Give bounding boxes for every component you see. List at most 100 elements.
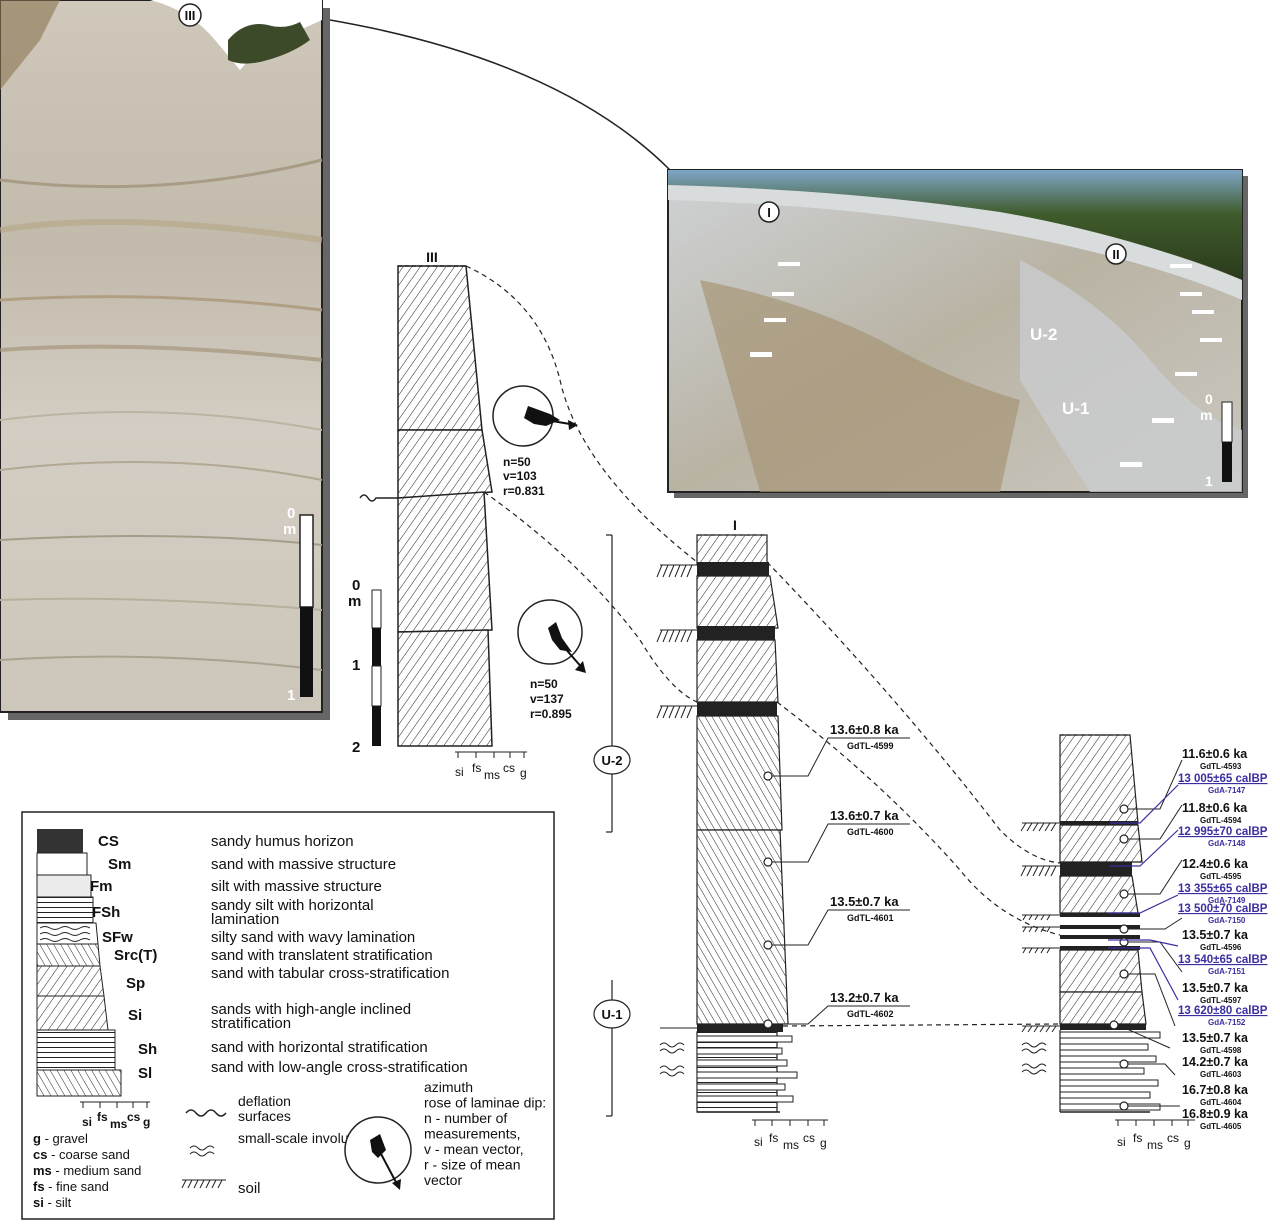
section-ii-c14-age: 13 500±70 calBP — [1178, 903, 1268, 915]
legend-grain-item: ms - medium sand — [33, 1163, 141, 1178]
rose-1-r: r=0.831 — [503, 484, 545, 498]
legend-axis-ms: ms — [110, 1117, 128, 1131]
section-i-axis-fs: fs — [769, 1131, 778, 1145]
rose-legend-line: n - number of — [424, 1110, 507, 1126]
section-iii-axis-si: si — [455, 765, 464, 779]
section-iii-axis-ms: ms — [484, 768, 500, 782]
legend-axis-g: g — [143, 1115, 150, 1129]
deflation-label-2: surfaces — [238, 1108, 291, 1124]
deflation-label-1: deflation — [238, 1093, 291, 1109]
photo-right-marker-i: I — [767, 205, 771, 220]
section-ii-c14-code: GdA-7150 — [1208, 916, 1246, 925]
section-i-axis-si: si — [754, 1135, 763, 1149]
legend-facies-desc: sand with translatent stratification — [211, 947, 433, 964]
section-ii-tl-code: GdTL-4605 — [1200, 1122, 1242, 1131]
deflation-symbol — [185, 1109, 227, 1117]
scale-unit: m — [348, 593, 361, 610]
section-ii-tl-age: 13.5±0.7 ka — [1182, 1031, 1249, 1045]
section-i-title: I — [733, 517, 737, 533]
section-ii-c14-code: GdA-7152 — [1208, 1018, 1246, 1027]
rose-legend-line: azimuth — [424, 1079, 473, 1095]
section-ii-tl-age: 11.6±0.6 ka — [1182, 747, 1248, 761]
section-ii-c14-code: GdA-7149 — [1208, 896, 1246, 905]
rose-legend-line: rose of laminae dip: — [424, 1095, 546, 1111]
section-ii-tl-code: GdTL-4594 — [1200, 816, 1242, 825]
rose-legend-line: vector — [424, 1172, 462, 1188]
section-ii-tl-code: GdTL-4598 — [1200, 1046, 1242, 1055]
section-i-age-4: 13.2±0.7 ka — [830, 990, 899, 1005]
rose-legend-line: r - size of mean — [424, 1157, 520, 1173]
legend-grain-item: g - gravel — [33, 1131, 88, 1146]
legend-facies-desc: sand with tabular cross-stratification — [211, 965, 449, 982]
legend-facies-code: CS — [98, 833, 119, 850]
legend-grain-item: cs - coarse sand — [33, 1147, 130, 1162]
soil-symbol — [181, 1179, 226, 1189]
legend-facies-code: Si — [128, 1007, 142, 1024]
section-iii-axis-g: g — [520, 766, 527, 780]
legend-facies-desc: sand with low-angle cross-stratification — [211, 1059, 468, 1076]
legend-facies-desc: sand with horizontal stratification — [211, 1039, 428, 1056]
deflation-surface-iii — [359, 494, 398, 502]
rose-1-n: n=50 — [503, 455, 531, 469]
rose-2-n: n=50 — [530, 677, 558, 691]
section-ii-c14-age: 12 995±70 calBP — [1178, 826, 1268, 838]
correlation-lines — [465, 265, 1061, 1027]
section-iii: III si fs ms cs g n=50 v=103 r=0.831 n=5… — [359, 249, 586, 782]
legend-facies-code: FSh — [92, 904, 120, 921]
section-ii-c14-code: GdA-7147 — [1208, 786, 1246, 795]
legend-facies-code: Fm — [90, 878, 113, 895]
legend-facies-desc: silt with massive structure — [211, 878, 382, 895]
scale-two: 2 — [352, 739, 360, 756]
scale-bar-metres: 0 m 1 2 — [348, 577, 382, 756]
section-ii-axis-si: si — [1117, 1135, 1126, 1149]
section-ii-tl-code: GdTL-4604 — [1200, 1098, 1242, 1107]
photo-right: I II U-2 U-1 0 m 1 — [667, 169, 1248, 498]
section-ii-tl-age: 14.2±0.7 ka — [1182, 1055, 1249, 1069]
soil-label: soil — [238, 1180, 261, 1197]
section-i: I — [656, 517, 910, 1152]
legend-facies-desc: sands with high-angle inclined — [211, 1001, 411, 1018]
photo-right-sample-tags — [750, 262, 1222, 467]
scale-one: 1 — [352, 657, 360, 674]
section-i-code-2: GdTL-4600 — [847, 827, 894, 837]
section-ii-tl-age: 13.5±0.7 ka — [1182, 928, 1249, 942]
section-ii-axis-fs: fs — [1133, 1131, 1142, 1145]
legend-facies-code: Src(T) — [114, 947, 157, 964]
photo-left-scale-white — [299, 514, 314, 608]
section-iii-axis-cs: cs — [503, 761, 515, 775]
photo-link-curve — [329, 19, 671, 171]
photo-right-unit-u2: U-2 — [1030, 325, 1057, 344]
section-iii-axis-fs: fs — [472, 761, 481, 775]
section-marker-iii-left — [178, 3, 202, 27]
section-ii-tl-code: GdTL-4596 — [1200, 943, 1242, 952]
legend-facies-code: SFw — [102, 929, 133, 946]
legend-facies-code: Sh — [138, 1041, 157, 1058]
section-i-axis-ms: ms — [783, 1138, 799, 1152]
section-ii-tl-code: GdTL-4595 — [1200, 872, 1242, 881]
section-i-code-3: GdTL-4601 — [847, 913, 894, 923]
legend-grain-item: si - silt — [33, 1195, 72, 1210]
section-i-age-2: 13.6±0.7 ka — [830, 808, 899, 823]
photo-right-marker-ii: II — [1112, 247, 1119, 262]
legend-facies-code: Sl — [138, 1065, 152, 1082]
photo-left-marker: III — [185, 8, 196, 23]
section-i-axis-g: g — [820, 1136, 827, 1150]
legend-axis-cs: cs — [127, 1110, 141, 1124]
legend-facies-desc: sand with massive structure — [211, 856, 396, 873]
photo-right-scale-one: 1 — [1205, 473, 1213, 489]
legend-facies-desc: silty sand with wavy lamination — [211, 929, 415, 946]
section-ii-tl-code: GdTL-4593 — [1200, 762, 1242, 771]
legend-facies-desc: stratification — [211, 1015, 291, 1032]
rose-2-v: v=137 — [530, 692, 564, 706]
section-iii-title: III — [426, 249, 438, 265]
section-ii-tl-age: 12.4±0.6 ka — [1182, 857, 1249, 871]
photo-left-scale-unit: m — [283, 521, 296, 538]
legend-facies-code: Sp — [126, 975, 145, 992]
section-i-code-1: GdTL-4599 — [847, 741, 894, 751]
section-ii: II — [1020, 734, 1268, 1152]
section-ii-tl-age: 16.8±0.9 ka — [1182, 1107, 1249, 1121]
